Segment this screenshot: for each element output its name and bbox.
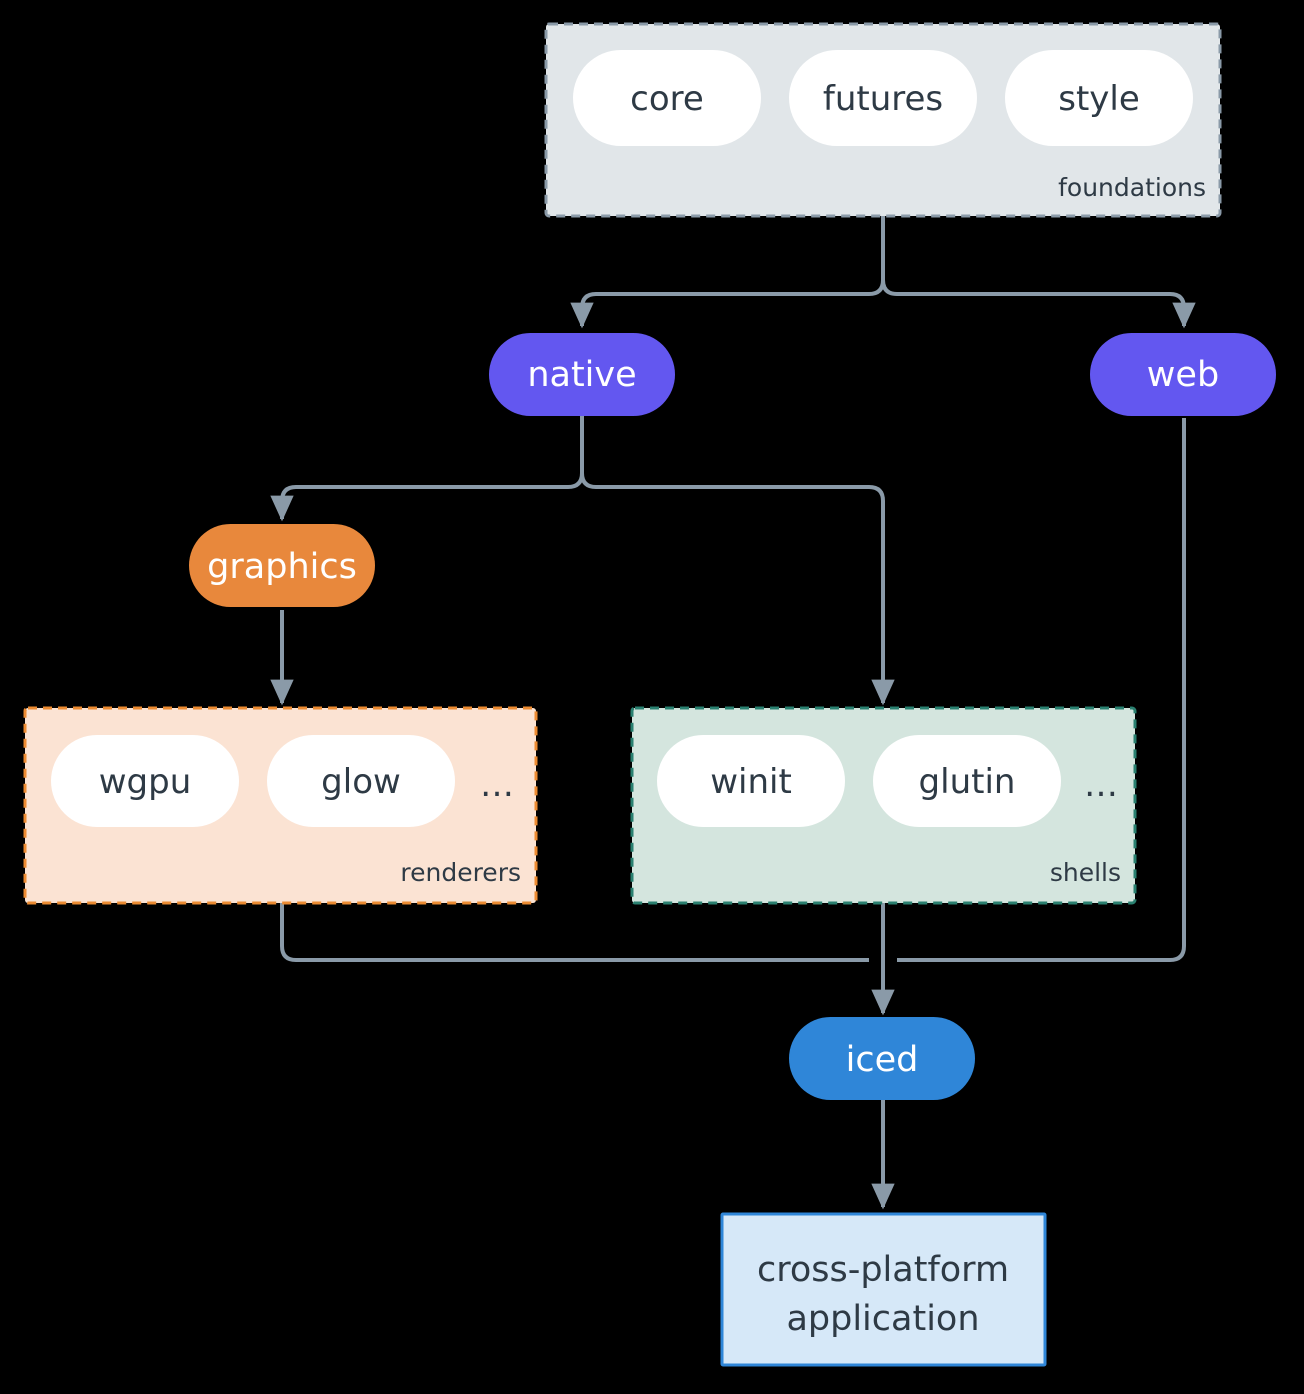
pill-style-label: style — [1058, 79, 1140, 119]
edge-web-to-iced — [897, 418, 1186, 962]
node-application[interactable]: cross-platform application — [720, 1212, 1047, 1367]
node-native-shape[interactable] — [489, 333, 675, 416]
pill-glutin-label: glutin — [919, 762, 1016, 802]
pill-winit-label: winit — [710, 762, 792, 802]
node-native-label: native — [527, 355, 636, 395]
pill-wgpu-label: wgpu — [99, 762, 192, 802]
edge-native-to-shells — [580, 472, 895, 706]
foundations-group-label: foundations — [1058, 173, 1206, 202]
node-native[interactable]: native — [489, 333, 675, 416]
pill-futures-label: futures — [823, 79, 943, 119]
pill-core-label: core — [630, 79, 704, 119]
node-application-label-line1: cross-platform — [757, 1250, 1009, 1290]
node-graphics[interactable]: graphics — [189, 524, 375, 607]
pill-core[interactable] — [573, 50, 761, 146]
group-shells: winit glutin … shells — [630, 706, 1137, 905]
pill-winit[interactable] — [657, 735, 845, 827]
node-iced-shape[interactable] — [789, 1017, 975, 1100]
edge-foundations-to-native — [570, 279, 885, 329]
foundations-member-futures[interactable]: futures — [789, 50, 977, 146]
node-web[interactable]: web — [1090, 333, 1276, 416]
pill-futures[interactable] — [789, 50, 977, 146]
pill-glow[interactable] — [267, 735, 455, 827]
edge-renderers-to-iced — [280, 903, 869, 962]
shells-group-label: shells — [1050, 858, 1121, 887]
renderers-member-wgpu[interactable]: wgpu — [51, 735, 239, 827]
pill-glutin[interactable] — [873, 735, 1061, 827]
node-iced[interactable]: iced — [789, 1017, 975, 1100]
shells-member-winit[interactable]: winit — [657, 735, 845, 827]
node-application-label-line2: application — [786, 1299, 979, 1339]
renderers-ellipsis: … — [480, 765, 514, 805]
pill-glow-label: glow — [321, 762, 401, 802]
node-graphics-shape[interactable] — [189, 524, 375, 607]
pill-wgpu[interactable] — [51, 735, 239, 827]
node-web-label: web — [1147, 355, 1219, 395]
edges-layer — [270, 216, 1196, 1210]
node-web-shape[interactable] — [1090, 333, 1276, 416]
edge-foundations-to-web — [881, 279, 1196, 329]
renderers-group-label: renderers — [400, 858, 521, 887]
foundations-member-style[interactable]: style — [1005, 50, 1193, 146]
pill-style[interactable] — [1005, 50, 1193, 146]
edge-native-to-graphics — [270, 472, 584, 522]
foundations-member-core[interactable]: core — [573, 50, 761, 146]
node-graphics-label: graphics — [207, 547, 357, 587]
shells-ellipsis: … — [1084, 765, 1118, 805]
node-application-shape[interactable] — [720, 1212, 1047, 1367]
node-iced-label: iced — [846, 1040, 919, 1080]
group-foundations: core futures style foundations — [544, 22, 1222, 218]
shells-member-glutin[interactable]: glutin — [873, 735, 1061, 827]
renderers-member-glow[interactable]: glow — [267, 735, 455, 827]
group-renderers: wgpu glow … renderers — [23, 706, 538, 905]
